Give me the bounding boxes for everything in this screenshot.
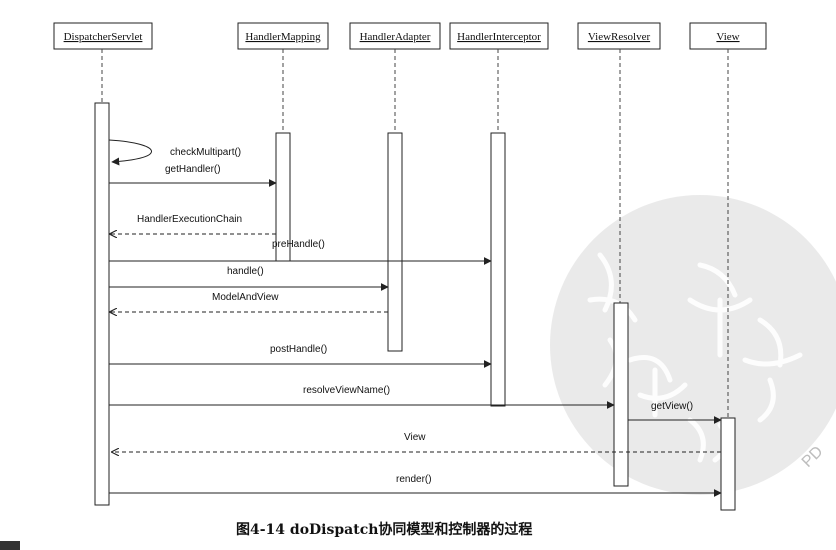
actor-interceptor: HandlerInterceptor	[449, 22, 549, 50]
message-label-checkMultipart: checkMultipart()	[170, 147, 241, 158]
activation-interceptor	[490, 132, 506, 407]
activation-adapter	[387, 132, 403, 352]
message-label-resolveViewName: resolveViewName()	[303, 385, 390, 396]
watermark-seal: PD	[550, 195, 836, 495]
message-label-getHandler: getHandler()	[165, 164, 221, 175]
message-label-preHandle: preHandle()	[272, 239, 325, 250]
message-label-getView: getView()	[651, 401, 693, 412]
actor-label-view: View	[716, 31, 739, 43]
actor-label-mapping: HandlerMapping	[245, 31, 321, 43]
activation-resolver	[613, 302, 629, 487]
actor-label-interceptor: HandlerInterceptor	[457, 31, 541, 43]
actor-adapter: HandlerAdapter	[349, 22, 441, 50]
message-label-postHandle: postHandle()	[270, 344, 327, 355]
activation-view	[720, 417, 736, 511]
figure-caption: 图4-14 doDispatch协同模型和控制器的过程	[236, 521, 532, 538]
message-checkMultipart	[108, 139, 152, 166]
actor-dispatcher: DispatcherServlet	[53, 22, 153, 50]
activation-dispatcher	[94, 102, 110, 506]
actor-label-resolver: ViewResolver	[588, 31, 651, 43]
actor-view: View	[689, 22, 767, 50]
actor-label-adapter: HandlerAdapter	[360, 31, 431, 43]
actor-mapping: HandlerMapping	[237, 22, 329, 50]
message-label-modelAndView: ModelAndView	[212, 292, 279, 303]
message-label-render: render()	[396, 474, 432, 485]
actor-label-dispatcher: DispatcherServlet	[64, 31, 143, 43]
actor-resolver: ViewResolver	[577, 22, 661, 50]
message-label-handle: handle()	[227, 266, 264, 277]
message-label-handlerExecutionChain: HandlerExecutionChain	[137, 214, 242, 225]
corner-tag	[0, 541, 20, 550]
message-label-viewReturn: View	[404, 432, 426, 443]
